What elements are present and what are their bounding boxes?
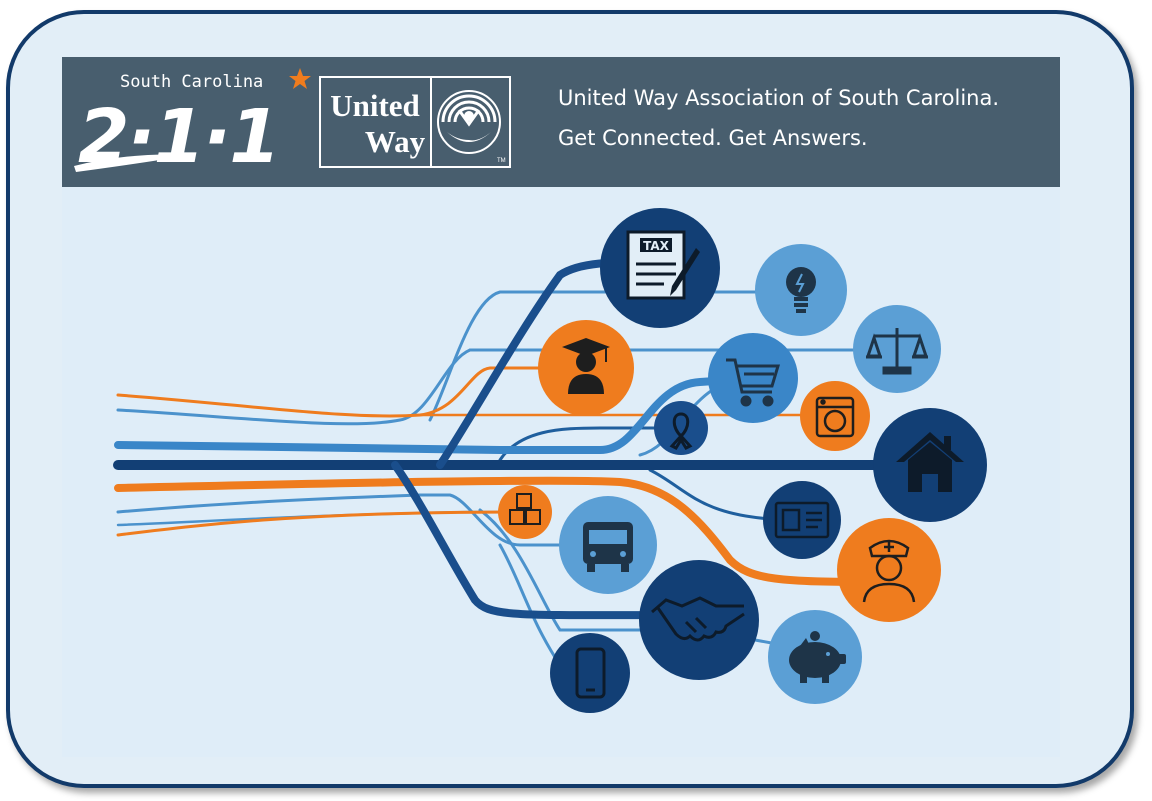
service-icon-childcare [498,485,552,539]
service-icon-identification [763,481,841,559]
united-way-line2: Way [365,124,426,159]
service-icon-laundry [800,381,870,451]
service-icon-legal [853,305,941,393]
washing-machine-icon [815,396,855,438]
lightbulb-icon [786,267,816,313]
service-icon-transportation [559,496,657,594]
tagline-line-1: United Way Association of South Carolina… [558,86,1000,110]
service-icon-housing [873,408,987,522]
services-network-graphic: TAX [113,208,987,713]
service-icon-health-awareness [654,401,708,455]
service-icon-tax: TAX [600,208,720,328]
united-way-emblem-icon [437,90,501,154]
service-icon-communication [550,633,630,713]
sc211-region-text: South Carolina [120,72,263,92]
svg-text:TAX: TAX [643,239,670,253]
mobile-phone-icon [575,647,606,699]
service-icon-healthcare [837,518,941,622]
service-icon-education [538,320,634,416]
star-icon [289,68,311,89]
united-way-logo: United Way TM [319,76,511,168]
tagline-line-2: Get Connected. Get Answers. [558,126,868,150]
service-icon-financial [768,610,862,704]
bus-icon [583,522,633,572]
scales-of-justice-icon [865,328,929,375]
graduate-icon [562,338,610,394]
house-icon [896,432,964,492]
id-card-icon [774,501,830,539]
shopping-cart-icon [726,358,781,407]
nurse-icon [862,539,916,603]
handshake-icon [651,596,745,642]
sc211-logo: South Carolina 2·1·1 [74,68,311,180]
header-bar [62,57,1060,187]
piggy-bank-icon [789,631,846,683]
swoosh-icon [74,154,190,172]
trademark-text: TM [497,158,506,164]
service-icon-energy [755,244,847,336]
tax-document-icon: TAX [626,230,700,300]
abc-blocks-icon [509,493,541,525]
awareness-ribbon-icon [669,412,693,450]
united-way-line1: United [330,88,420,123]
service-icon-shopping [708,333,798,423]
service-icon-employment [639,560,759,680]
